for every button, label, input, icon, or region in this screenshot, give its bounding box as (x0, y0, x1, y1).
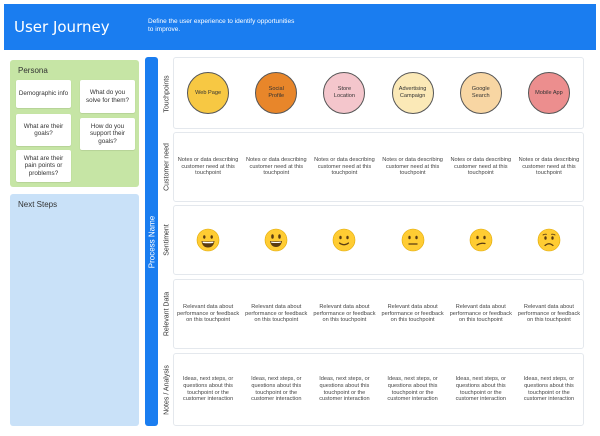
touchpoint-circle[interactable]: Mobile App (527, 72, 570, 114)
touchpoint-circle[interactable]: Web Page (187, 72, 230, 114)
customer-need-cell[interactable]: Notes or data describing customer need a… (245, 156, 307, 177)
relevant-data-cell[interactable]: Relevant data about performance or feedb… (177, 303, 240, 324)
notes-analysis-cell[interactable]: Ideas, next steps, or questions about th… (182, 375, 234, 403)
customer-need-cell[interactable]: Notes or data describing customer need a… (518, 156, 580, 177)
relevant-data-cell[interactable]: Relevant data about performance or feedb… (381, 303, 444, 324)
persona-note[interactable]: What are their goals? (16, 114, 71, 146)
customer-need-cell[interactable]: Notes or data describing customer need a… (177, 156, 239, 177)
row-label-sentiment: Sentiment (163, 224, 171, 256)
touchpoint-cell: Social Profile (242, 58, 310, 128)
persona-title: Persona (18, 66, 48, 75)
next-steps-title: Next Steps (18, 200, 58, 209)
customer-need-cell[interactable]: Notes or data describing customer need a… (450, 156, 512, 177)
touchpoints-row: Web Page Social Profile Store Location A… (173, 57, 584, 129)
relevant-data-cell[interactable]: Relevant data about performance or feedb… (449, 303, 512, 324)
notes-analysis-cell[interactable]: Ideas, next steps, or questions about th… (455, 375, 506, 403)
touchpoint-circle[interactable]: Store Location (323, 72, 366, 114)
touchpoint-cell: Advertising Campaign (379, 58, 447, 128)
touchpoint-cell: Web Page (174, 58, 242, 128)
row-label-relevant-data: Relevant Data (163, 291, 171, 337)
sentiment-row (173, 205, 584, 275)
page-title: User Journey (14, 18, 110, 36)
page-description: Define the user experience to identify o… (148, 18, 295, 33)
touchpoint-circle[interactable]: Advertising Campaign (391, 72, 434, 114)
process-name-bar: Process Name (145, 57, 158, 426)
touchpoint-cell: Mobile App (515, 58, 583, 128)
touchpoint-cell: Google Search (447, 58, 515, 128)
confused-face-icon[interactable] (469, 228, 493, 252)
touchpoint-cell: Store Location (310, 58, 378, 128)
customer-need-cell[interactable]: Notes or data describing customer need a… (382, 156, 443, 177)
next-steps-panel: Next Steps (10, 194, 139, 426)
relevant-data-cell[interactable]: Relevant data about performance or feedb… (313, 303, 376, 324)
neutral-face-icon[interactable] (401, 228, 425, 252)
relevant-data-cell[interactable]: Relevant data about performance or feedb… (245, 303, 308, 324)
touchpoint-circle[interactable]: Google Search (459, 72, 502, 114)
persona-panel: Persona Demographic info What do you sol… (10, 60, 139, 187)
grinning-face-icon[interactable] (196, 228, 220, 252)
relevant-data-row: Relevant data about performance or feedb… (173, 279, 584, 349)
row-label-touchpoints: Touchpoints (163, 75, 171, 113)
persona-note[interactable]: What are their pain points or problems? (16, 150, 71, 182)
notes-analysis-cell[interactable]: Ideas, next steps, or questions about th… (251, 375, 302, 403)
row-label-customer-need: Customer need (163, 143, 171, 191)
relevant-data-cell[interactable]: Relevant data about performance or feedb… (517, 303, 581, 324)
touchpoint-circle[interactable]: Social Profile (255, 72, 298, 114)
persona-note[interactable]: Demographic info (16, 80, 71, 108)
customer-need-row: Notes or data describing customer need a… (173, 132, 584, 202)
notes-analysis-cell[interactable]: Ideas, next steps, or questions about th… (387, 375, 438, 403)
worried-face-icon[interactable] (537, 228, 561, 252)
slightly-smiling-face-icon[interactable] (332, 228, 356, 252)
persona-note[interactable]: How do you support their goals? (80, 118, 135, 150)
header-banner: User Journey Define the user experience … (4, 4, 596, 50)
customer-need-cell[interactable]: Notes or data describing customer need a… (314, 156, 375, 177)
notes-analysis-row: Ideas, next steps, or questions about th… (173, 353, 584, 426)
notes-analysis-cell[interactable]: Ideas, next steps, or questions about th… (523, 375, 575, 403)
notes-analysis-cell[interactable]: Ideas, next steps, or questions about th… (319, 375, 370, 403)
process-name-label: Process Name (147, 215, 156, 268)
persona-note[interactable]: What do you solve for them? (80, 80, 135, 113)
row-label-notes-analysis: Notes / Analysis (163, 364, 171, 415)
smiling-face-icon[interactable] (264, 228, 288, 252)
